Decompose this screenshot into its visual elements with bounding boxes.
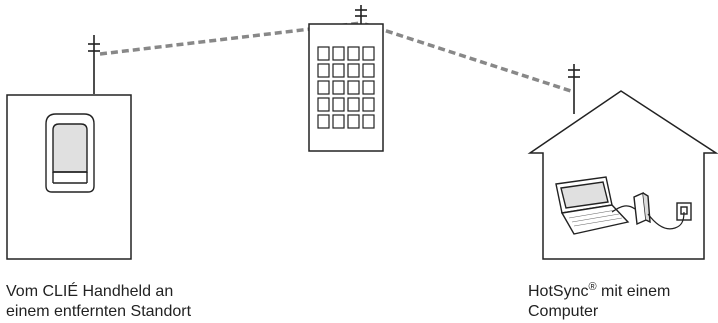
building-window: [317, 63, 330, 78]
building-window: [317, 46, 330, 61]
building-window: [332, 80, 345, 95]
cable: [611, 205, 685, 230]
connection-diagram: [6, 5, 718, 260]
building-window: [362, 114, 375, 129]
building-window: [362, 46, 375, 61]
building-window: [317, 114, 330, 129]
building-window: [347, 63, 360, 78]
building-window: [317, 80, 330, 95]
building-window: [362, 97, 375, 112]
modem-icon: [633, 191, 651, 226]
building-window: [332, 46, 345, 61]
building-window: [362, 63, 375, 78]
computer-hotsync-caption: HotSync® mit einem Computer: [528, 282, 670, 322]
caption-text: mit einem: [596, 283, 671, 300]
building-window: [347, 46, 360, 61]
antenna-icon: [355, 5, 367, 24]
building-window: [332, 114, 345, 129]
caption-line: einem entfernten Standort: [6, 303, 192, 320]
building-window: [362, 80, 375, 95]
caption-line: Computer: [528, 303, 599, 320]
registered-mark: ®: [588, 281, 597, 293]
building-window: [332, 97, 345, 112]
house-icon: [527, 64, 718, 260]
caption-line: HotSync® mit einem: [528, 282, 670, 302]
building-window: [347, 80, 360, 95]
brand-name: HotSync: [528, 283, 589, 300]
remote-location-panel: [6, 94, 132, 260]
building-window: [347, 114, 360, 129]
antenna-icon: [88, 35, 100, 94]
building-window: [332, 63, 345, 78]
caption-line: Vom CLIÉ Handheld an: [6, 283, 174, 300]
building-window: [317, 97, 330, 112]
building-window: [347, 97, 360, 112]
office-building-icon: [308, 5, 384, 152]
handheld-in-cradle-icon: [45, 113, 95, 193]
phone-line-connection: [99, 21, 575, 94]
antenna-icon: [568, 64, 580, 114]
remote-location-caption: Vom CLIÉ Handheld an einem entfernten St…: [6, 282, 191, 322]
laptop-icon: [555, 176, 630, 235]
